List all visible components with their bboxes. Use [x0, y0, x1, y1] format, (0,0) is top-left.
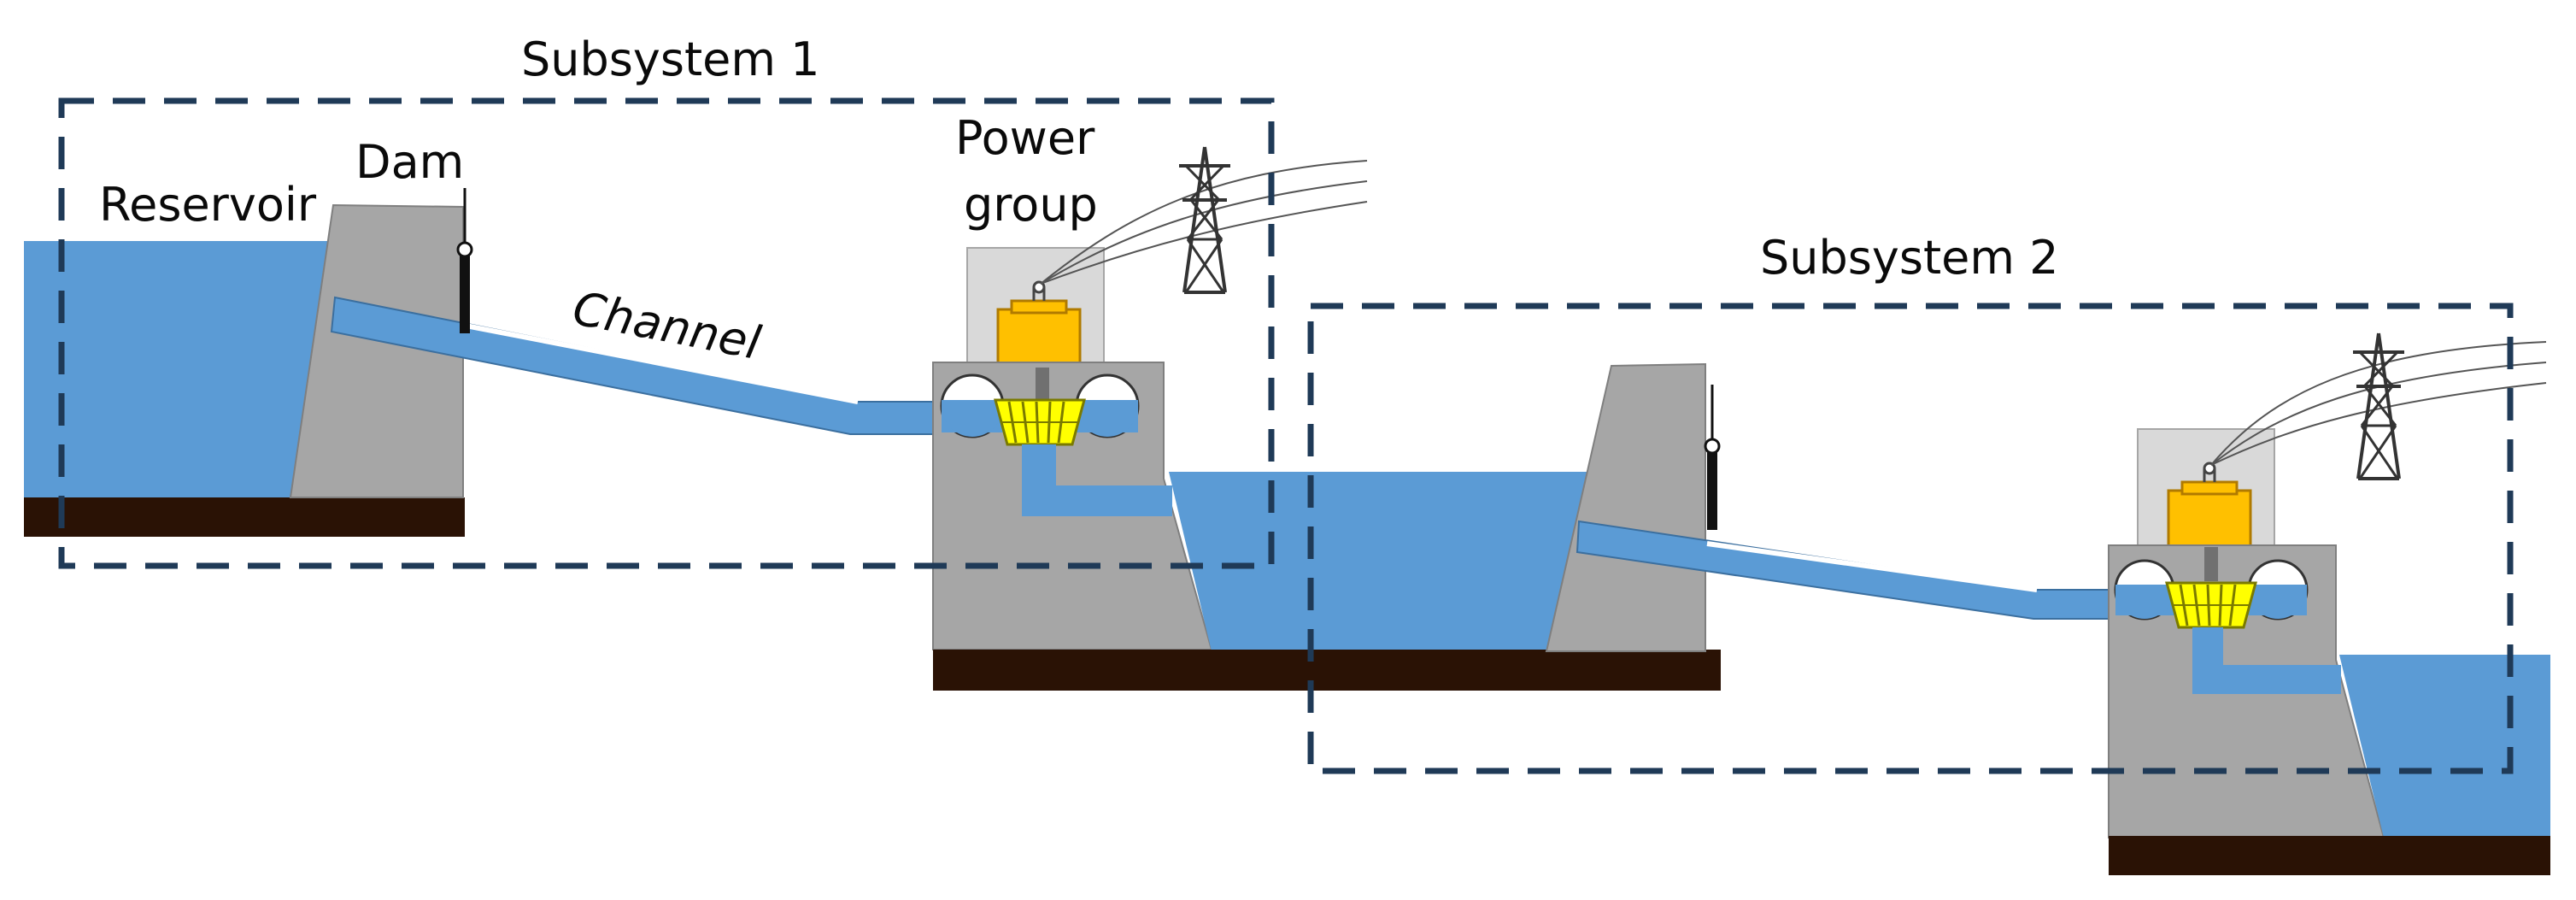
- power-group-label-line2: group: [964, 178, 1098, 232]
- turbine-2: [2165, 581, 2257, 629]
- gate-2: [1707, 444, 1717, 530]
- power-group-label-line1: Power: [955, 111, 1095, 165]
- gate-icon: [1704, 438, 1721, 455]
- transmission-lines: [1040, 160, 2547, 466]
- gate-1: [460, 248, 470, 333]
- reservoir-ground: [24, 497, 465, 537]
- dam-2: [1545, 362, 1706, 652]
- draft-tube-2: [2192, 627, 2341, 694]
- dam-1: [289, 203, 464, 498]
- middle-reservoir-water: [1169, 472, 1589, 651]
- transmission-tower-icon: [1177, 145, 1232, 294]
- transmission-tower-icon: [2351, 332, 2406, 480]
- subsystem-2-label: Subsystem 2: [1760, 231, 2059, 285]
- gate-icon: [456, 241, 473, 258]
- dam-label: Dam: [355, 135, 464, 189]
- generator-1: [996, 308, 1082, 371]
- tail-ground: [2109, 836, 2550, 875]
- reservoir-label: Reservoir: [99, 178, 317, 232]
- subsystem-1-label: Subsystem 1: [521, 32, 820, 86]
- subsystem-2-boundary: [1307, 303, 2514, 774]
- draft-tube-1: [1022, 444, 1172, 516]
- channel-1-top-line: [461, 322, 859, 404]
- tailwater: [2339, 655, 2550, 838]
- generator-2: [2167, 489, 2252, 549]
- channel-2-top-line: [1706, 541, 2038, 592]
- subsystem-1-boundary: [58, 97, 1275, 569]
- turbine-1: [994, 398, 1086, 446]
- middle-ground: [933, 650, 1721, 691]
